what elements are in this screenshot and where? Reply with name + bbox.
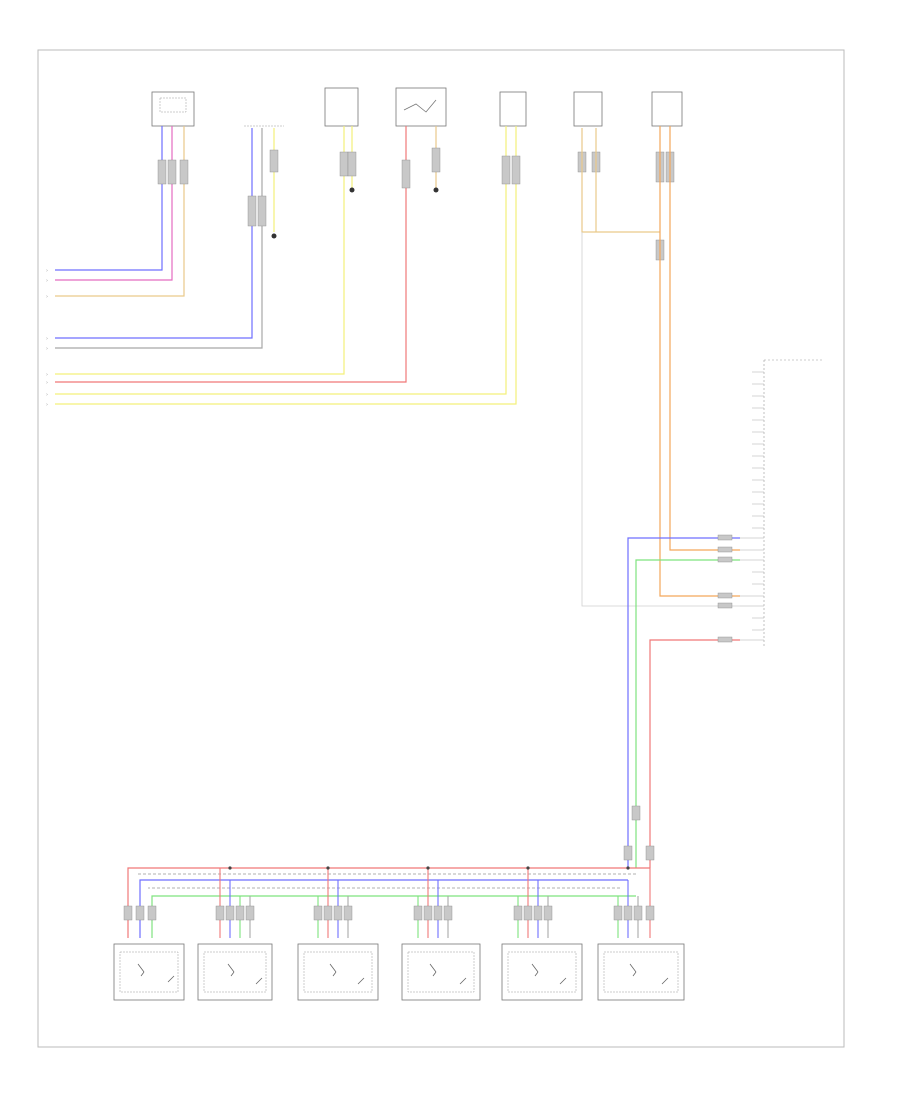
svg-text:›: › (46, 346, 48, 352)
bottom-wire-tags (123, 805, 655, 921)
top-component-4-box (395, 87, 447, 127)
bottom-switch-1-box (113, 943, 185, 1001)
wire-yellow-3 (55, 126, 517, 405)
top-component-5 (499, 91, 527, 127)
wire-magenta-1 (55, 126, 173, 281)
bottom-bus (127, 867, 650, 938)
bus-drops (219, 868, 651, 938)
svg-text:›: › (46, 402, 48, 408)
switch-symbols (137, 963, 669, 985)
left-wire-arrows: › › › › › › › › › (46, 268, 48, 408)
bottom-switch-4 (401, 943, 481, 1001)
bottom-switch-2-box (197, 943, 273, 1001)
bus-red (127, 867, 650, 938)
bottom-switch-4-box (401, 943, 481, 1001)
bus-junction-dots (228, 866, 630, 870)
wire-gray-2 (581, 232, 740, 607)
top-component-6 (573, 91, 603, 127)
svg-text:›: › (46, 268, 48, 274)
top-component-1-box (151, 91, 195, 127)
module-wire-tags (717, 534, 733, 643)
wire-tan-2 (581, 128, 660, 233)
top-left-wires (55, 126, 517, 405)
wire-orange-1 (659, 126, 740, 597)
wire-green-1 (635, 559, 740, 868)
svg-text:›: › (46, 380, 48, 386)
top-component-7 (651, 91, 683, 127)
bottom-switch-3 (297, 943, 379, 1001)
wire-orange-2 (669, 126, 740, 551)
svg-text:›: › (46, 392, 48, 398)
wire-blue-2 (55, 128, 253, 339)
bus-blue (139, 879, 628, 938)
wire-blue-1 (55, 126, 163, 271)
top-component-5-box (499, 91, 527, 127)
top-component-7-box (651, 91, 683, 127)
bottom-switch-5 (501, 943, 583, 1001)
top-component-6-box (573, 91, 603, 127)
bottom-switch-6 (597, 943, 685, 1001)
wire-yellow-2 (55, 126, 507, 395)
top-component-3-box (324, 87, 359, 127)
wire-yellow-1 (55, 126, 345, 375)
wire-blue-3 (627, 537, 740, 868)
ground-symbols (271, 187, 439, 239)
svg-text:›: › (46, 336, 48, 342)
top-component-1 (151, 91, 195, 127)
svg-text:›: › (46, 372, 48, 378)
bottom-switch-5-box (501, 943, 583, 1001)
bottom-switch-1 (113, 943, 185, 1001)
top-component-4 (395, 87, 447, 127)
top-component-3 (324, 87, 359, 127)
diagram-frame (37, 49, 845, 1048)
svg-text:›: › (46, 278, 48, 284)
control-module (740, 359, 824, 648)
wire-red-1 (55, 126, 407, 383)
right-wires (581, 126, 740, 868)
bottom-switch-3-box (297, 943, 379, 1001)
bottom-switch-6-box (597, 943, 685, 1001)
bottom-switch-2 (197, 943, 273, 1001)
svg-text:›: › (46, 294, 48, 300)
bus-green (151, 895, 636, 938)
wire-red-2 (649, 639, 740, 868)
